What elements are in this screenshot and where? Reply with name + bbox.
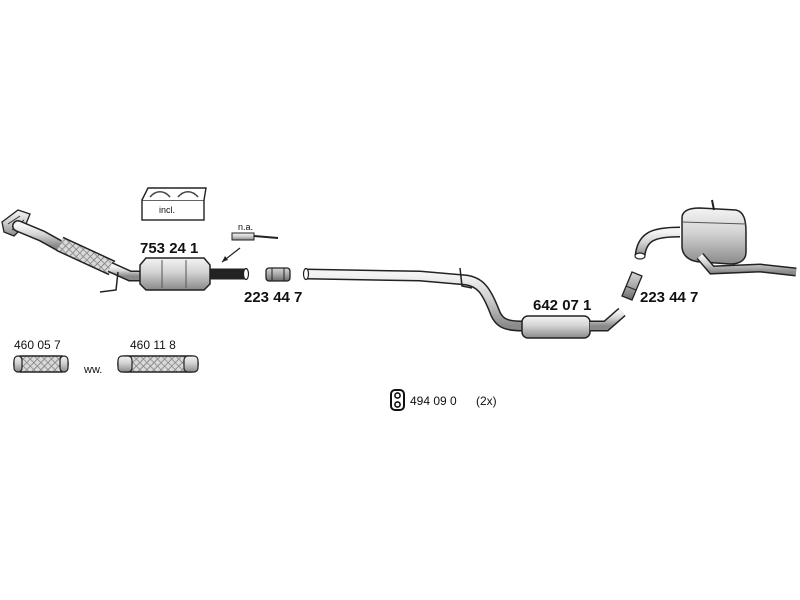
lambda-sensor — [221, 232, 279, 263]
flex-pipe-a — [13, 355, 69, 373]
rubber-hanger-label: 494 09 0 — [410, 394, 457, 408]
clamp-front-label: 223 44 7 — [244, 289, 303, 306]
front-pipe — [1, 209, 146, 293]
rear-silencer — [634, 199, 797, 277]
rubber-hanger-icon — [390, 389, 405, 411]
rubber-hanger-quantity: (2x) — [476, 394, 497, 408]
not-available-label: n.a. — [238, 222, 254, 232]
catalytic-converter-label: 753 24 1 — [140, 240, 199, 257]
included-parts-box — [141, 187, 207, 221]
flex-pipe-b-label: 460 11 8 — [130, 338, 176, 352]
included-label: incl. — [159, 205, 176, 215]
clamp-rear-part — [621, 271, 643, 301]
flex-pipe-a-label: 460 05 7 — [14, 338, 61, 352]
alternative-label: ww. — [84, 364, 103, 376]
middle-silencer — [521, 307, 626, 339]
catalytic-converter — [139, 257, 250, 291]
clamp-front-part — [265, 267, 291, 282]
middle-silencer-label: 642 07 1 — [533, 297, 592, 314]
middle-pipe — [302, 267, 523, 332]
flex-pipe-b — [117, 355, 199, 373]
clamp-rear-label: 223 44 7 — [640, 289, 699, 306]
